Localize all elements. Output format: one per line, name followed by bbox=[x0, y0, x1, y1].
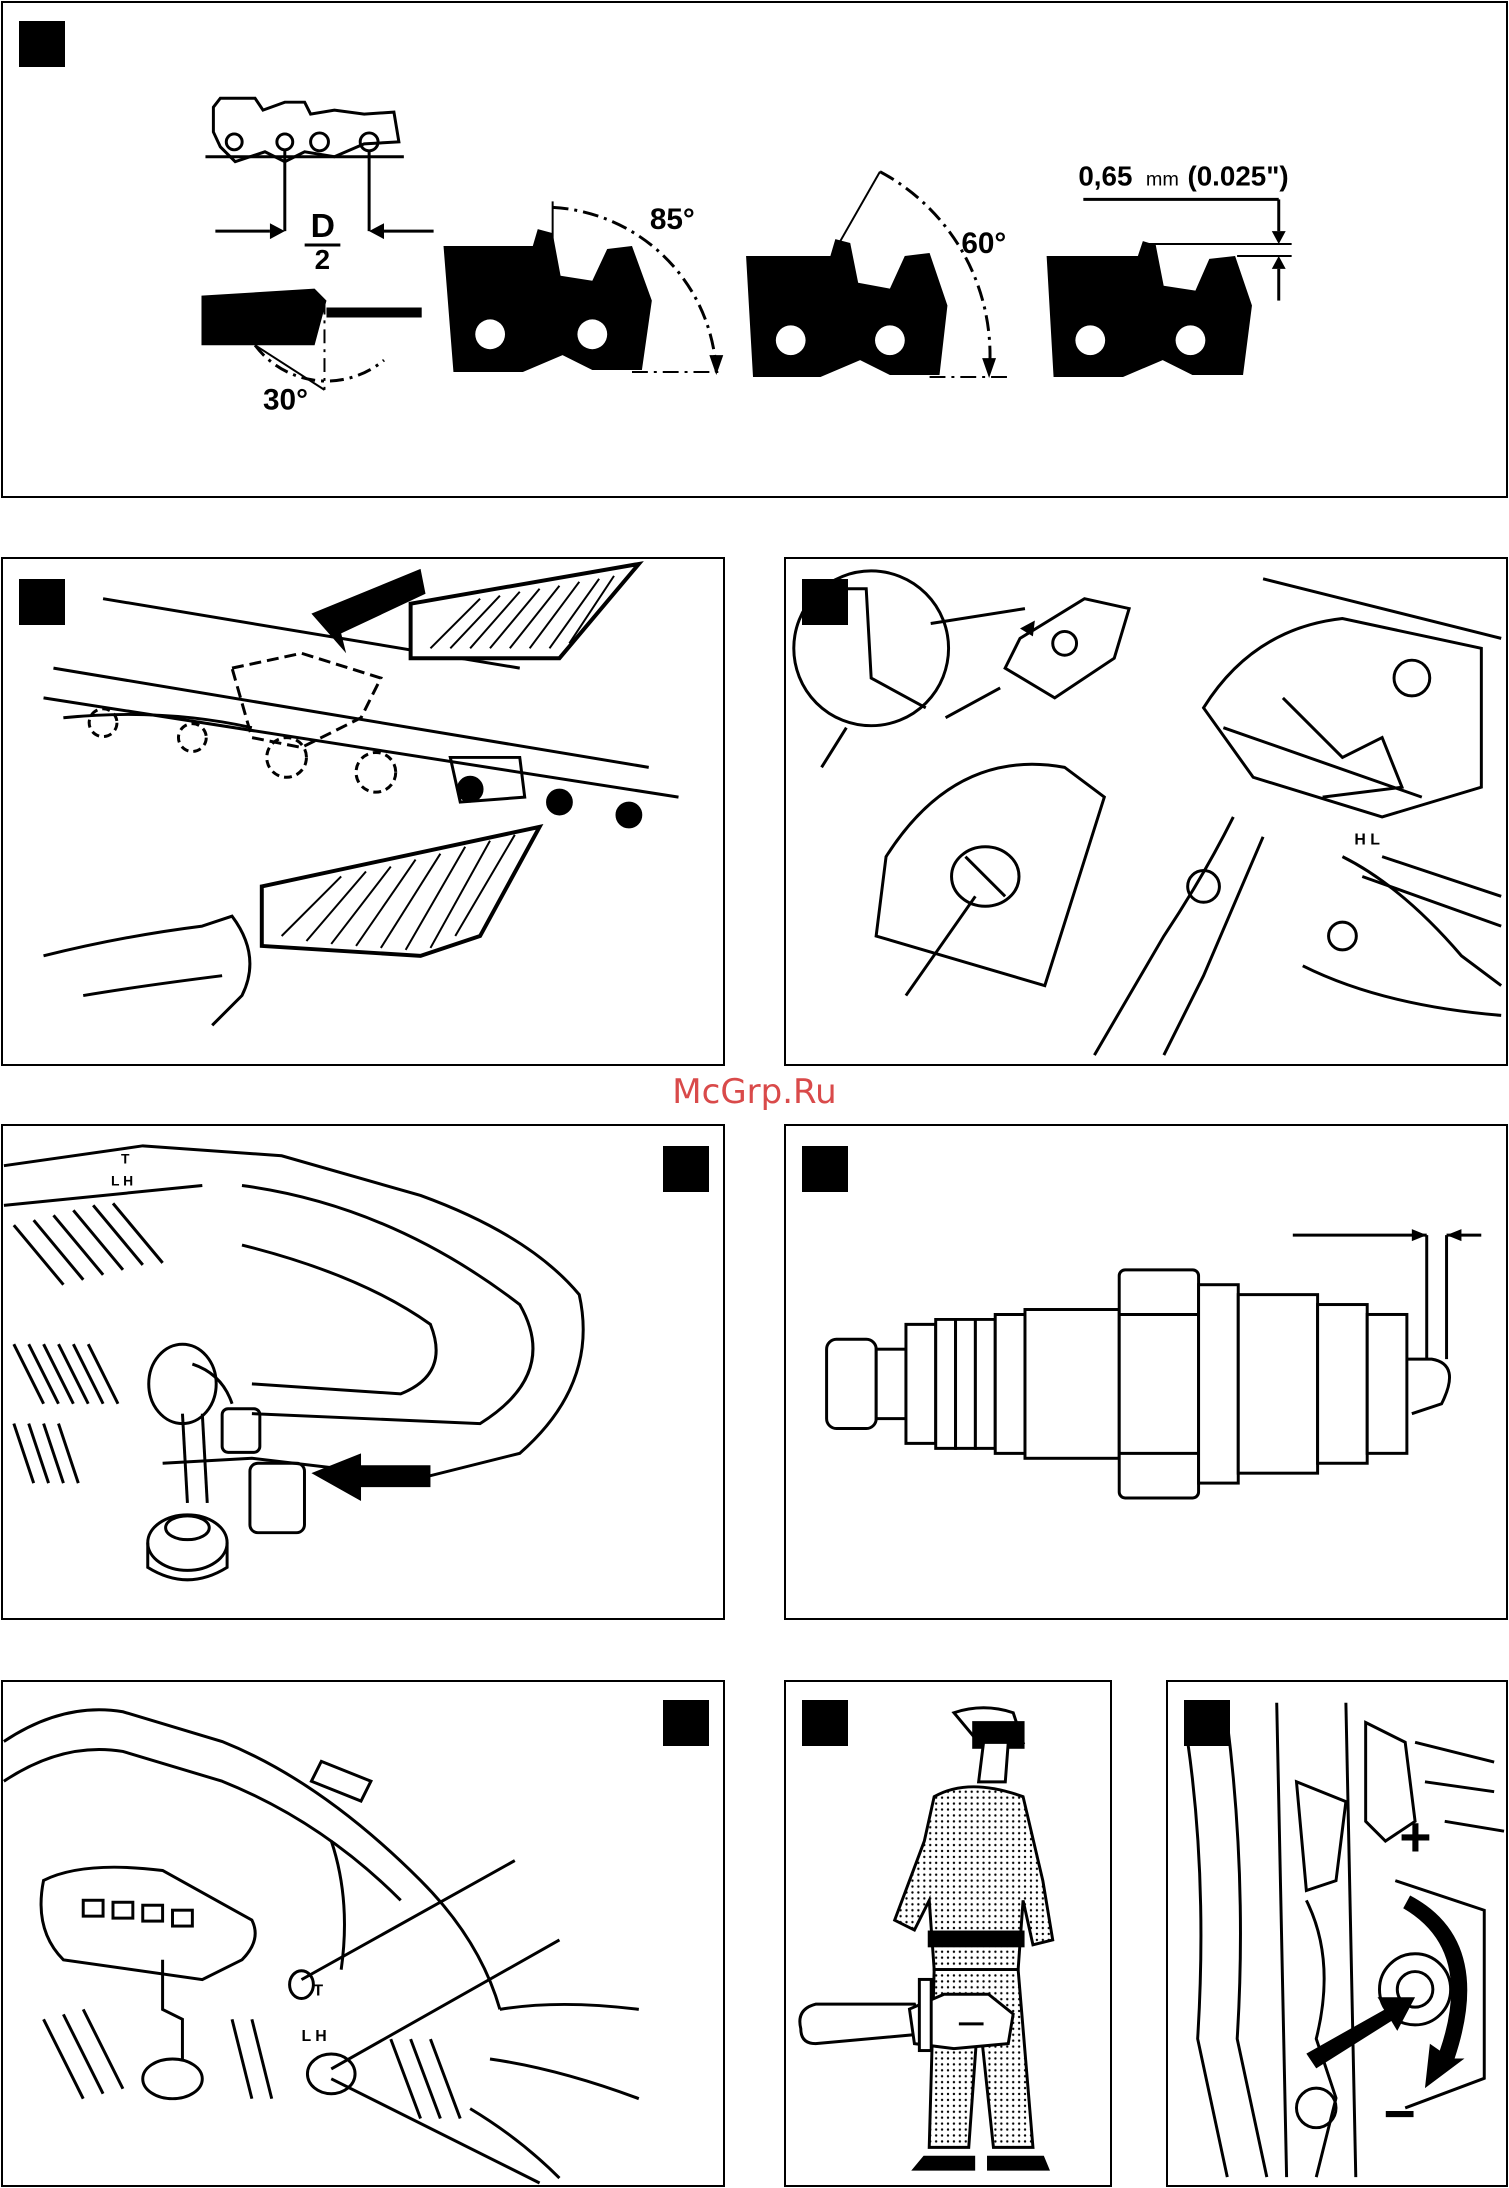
spark-plug-illustration bbox=[786, 1126, 1506, 1618]
pitch-divisor: 2 bbox=[315, 244, 330, 275]
minus-sign: − bbox=[1383, 2083, 1415, 2145]
panel-filing-chain bbox=[1, 557, 725, 1066]
file-angle-label: 30° bbox=[263, 384, 308, 417]
cutter-side-plate-angle: 60° bbox=[746, 172, 1009, 378]
side-plate-angle-label: 60° bbox=[961, 227, 1006, 260]
carburettor-illustration: T L H bbox=[3, 1682, 723, 2185]
filing-illustration bbox=[3, 559, 723, 1064]
panel-operator-protective-gear bbox=[784, 1680, 1112, 2187]
svg-text:T: T bbox=[121, 1151, 130, 1167]
fuel-filter-illustration: T L H bbox=[3, 1126, 723, 1618]
svg-text:L H: L H bbox=[301, 2028, 326, 2045]
sharpening-diagram: D 2 30° 85° 60° bbox=[3, 3, 1506, 496]
top-plate-angle-label: 85° bbox=[650, 203, 695, 236]
panel-fuel-filter: T L H bbox=[1, 1124, 725, 1620]
panel-chain-sharpening-angles: D 2 30° 85° 60° bbox=[1, 1, 1508, 498]
panel-spark-plug bbox=[784, 1124, 1508, 1620]
idle-adjust-illustration: + − bbox=[1168, 1682, 1506, 2185]
operator-illustration bbox=[786, 1682, 1110, 2185]
plus-sign: + bbox=[1399, 1806, 1431, 1868]
depth-gauge-value: 0,65 bbox=[1078, 161, 1132, 192]
panel-idle-adjustment: + − bbox=[1166, 1680, 1508, 2187]
panel-carburettor-adjustment: T L H bbox=[1, 1680, 725, 2187]
pitch-label: D bbox=[311, 207, 335, 245]
panel-air-filter: H L bbox=[784, 557, 1508, 1066]
air-filter-illustration: H L bbox=[786, 559, 1506, 1064]
file-direction-arrow bbox=[311, 569, 425, 653]
svg-text:T: T bbox=[313, 1983, 323, 2000]
rotate-arrow-icon bbox=[1403, 1895, 1467, 2088]
watermark: McGrp.Ru bbox=[0, 1072, 1509, 1112]
cutter-top-plate-angle: 85° bbox=[444, 201, 724, 375]
svg-text:H L: H L bbox=[1354, 832, 1380, 849]
depth-gauge-unit: mm bbox=[1146, 169, 1179, 191]
fuel-filter-arrow bbox=[311, 1453, 430, 1501]
depth-gauge-inch: (0.025") bbox=[1187, 161, 1288, 192]
cutter-depth-gauge: 0,65 mm (0.025") bbox=[1047, 161, 1292, 377]
svg-text:L H: L H bbox=[111, 1173, 133, 1189]
